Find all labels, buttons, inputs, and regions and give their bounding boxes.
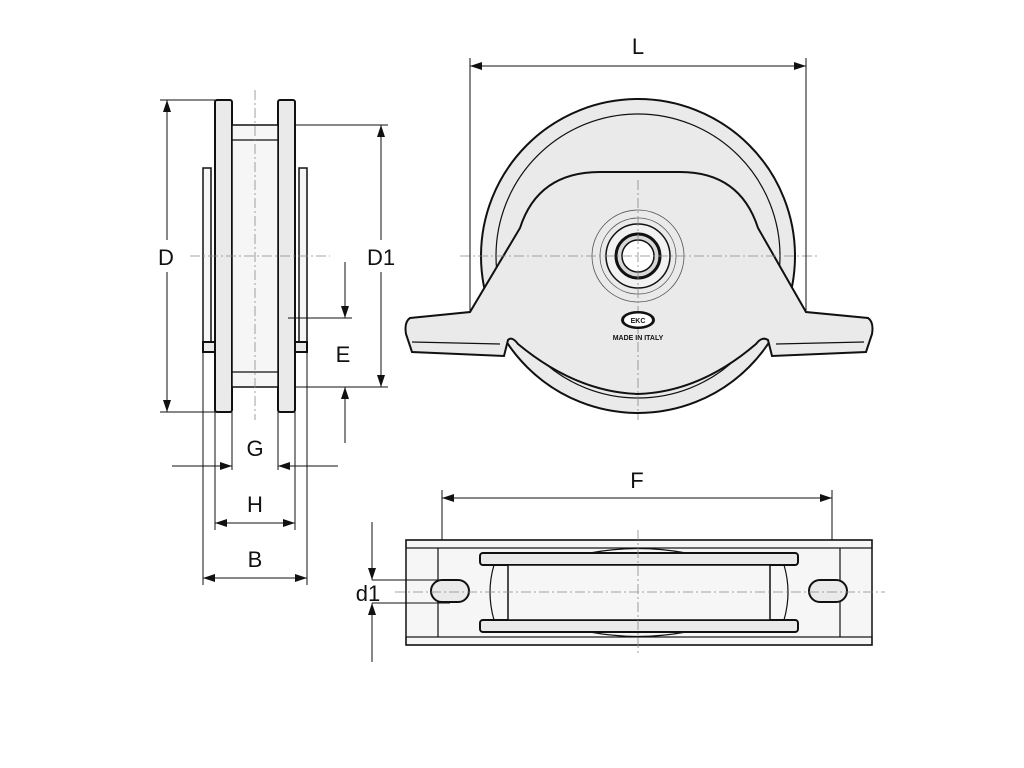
- top-wheel: [479, 547, 799, 638]
- dimension-B: B: [203, 547, 307, 582]
- label-L: L: [632, 34, 644, 59]
- dimension-D: D: [158, 99, 215, 413]
- brand-logo: EKC MADE IN ITALY: [613, 311, 664, 342]
- svg-text:EKC: EKC: [631, 318, 646, 325]
- slot-left: [430, 579, 470, 603]
- brand-text: MADE IN ITALY: [613, 335, 664, 342]
- label-E: E: [336, 342, 351, 367]
- top-view: F d1: [356, 468, 885, 662]
- label-D1: D1: [367, 245, 395, 270]
- dimension-H: H: [215, 492, 295, 527]
- dimension-E: E: [288, 262, 352, 443]
- front-view: EKC MADE IN ITALY L: [404, 34, 874, 420]
- slot-right: [808, 579, 848, 603]
- label-F: F: [630, 468, 643, 493]
- label-d1: d1: [356, 581, 380, 606]
- label-D: D: [158, 245, 174, 270]
- dimension-L: L: [469, 34, 807, 312]
- side-wheel: [190, 90, 330, 420]
- dimension-F: F: [441, 468, 833, 540]
- label-G: G: [246, 436, 263, 461]
- side-view: D D1 E G: [158, 90, 395, 585]
- label-B: B: [248, 547, 263, 572]
- dimension-d1: d1: [356, 522, 450, 662]
- label-H: H: [247, 492, 263, 517]
- dimension-G: G: [172, 436, 338, 470]
